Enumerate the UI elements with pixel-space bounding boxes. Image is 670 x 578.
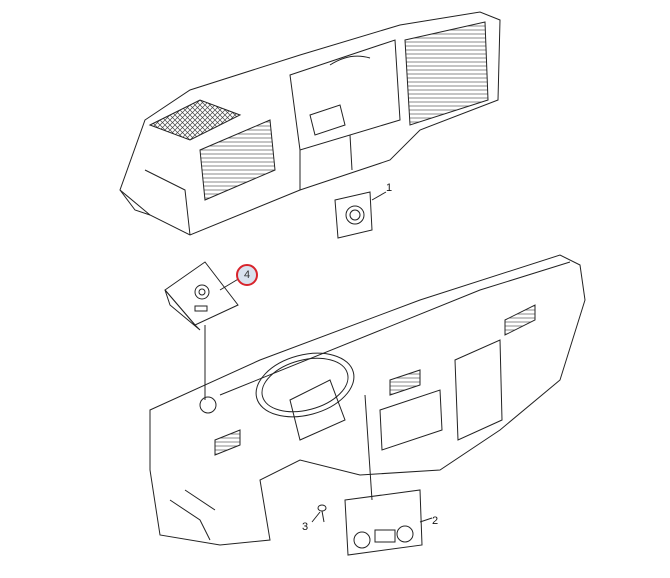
callout-3[interactable]: 3 xyxy=(302,521,309,533)
callout-2[interactable]: 2 xyxy=(432,515,439,527)
upper-dashboard xyxy=(119,11,501,236)
callout-1[interactable]: 1 xyxy=(386,182,393,194)
part-3-screw xyxy=(311,504,327,523)
callout-4-highlighted[interactable]: 4 xyxy=(236,264,258,286)
lower-dashboard xyxy=(149,254,586,546)
part-1-switch xyxy=(334,191,387,239)
steering-wheel xyxy=(255,352,355,418)
part-2-control-panel xyxy=(344,394,433,556)
